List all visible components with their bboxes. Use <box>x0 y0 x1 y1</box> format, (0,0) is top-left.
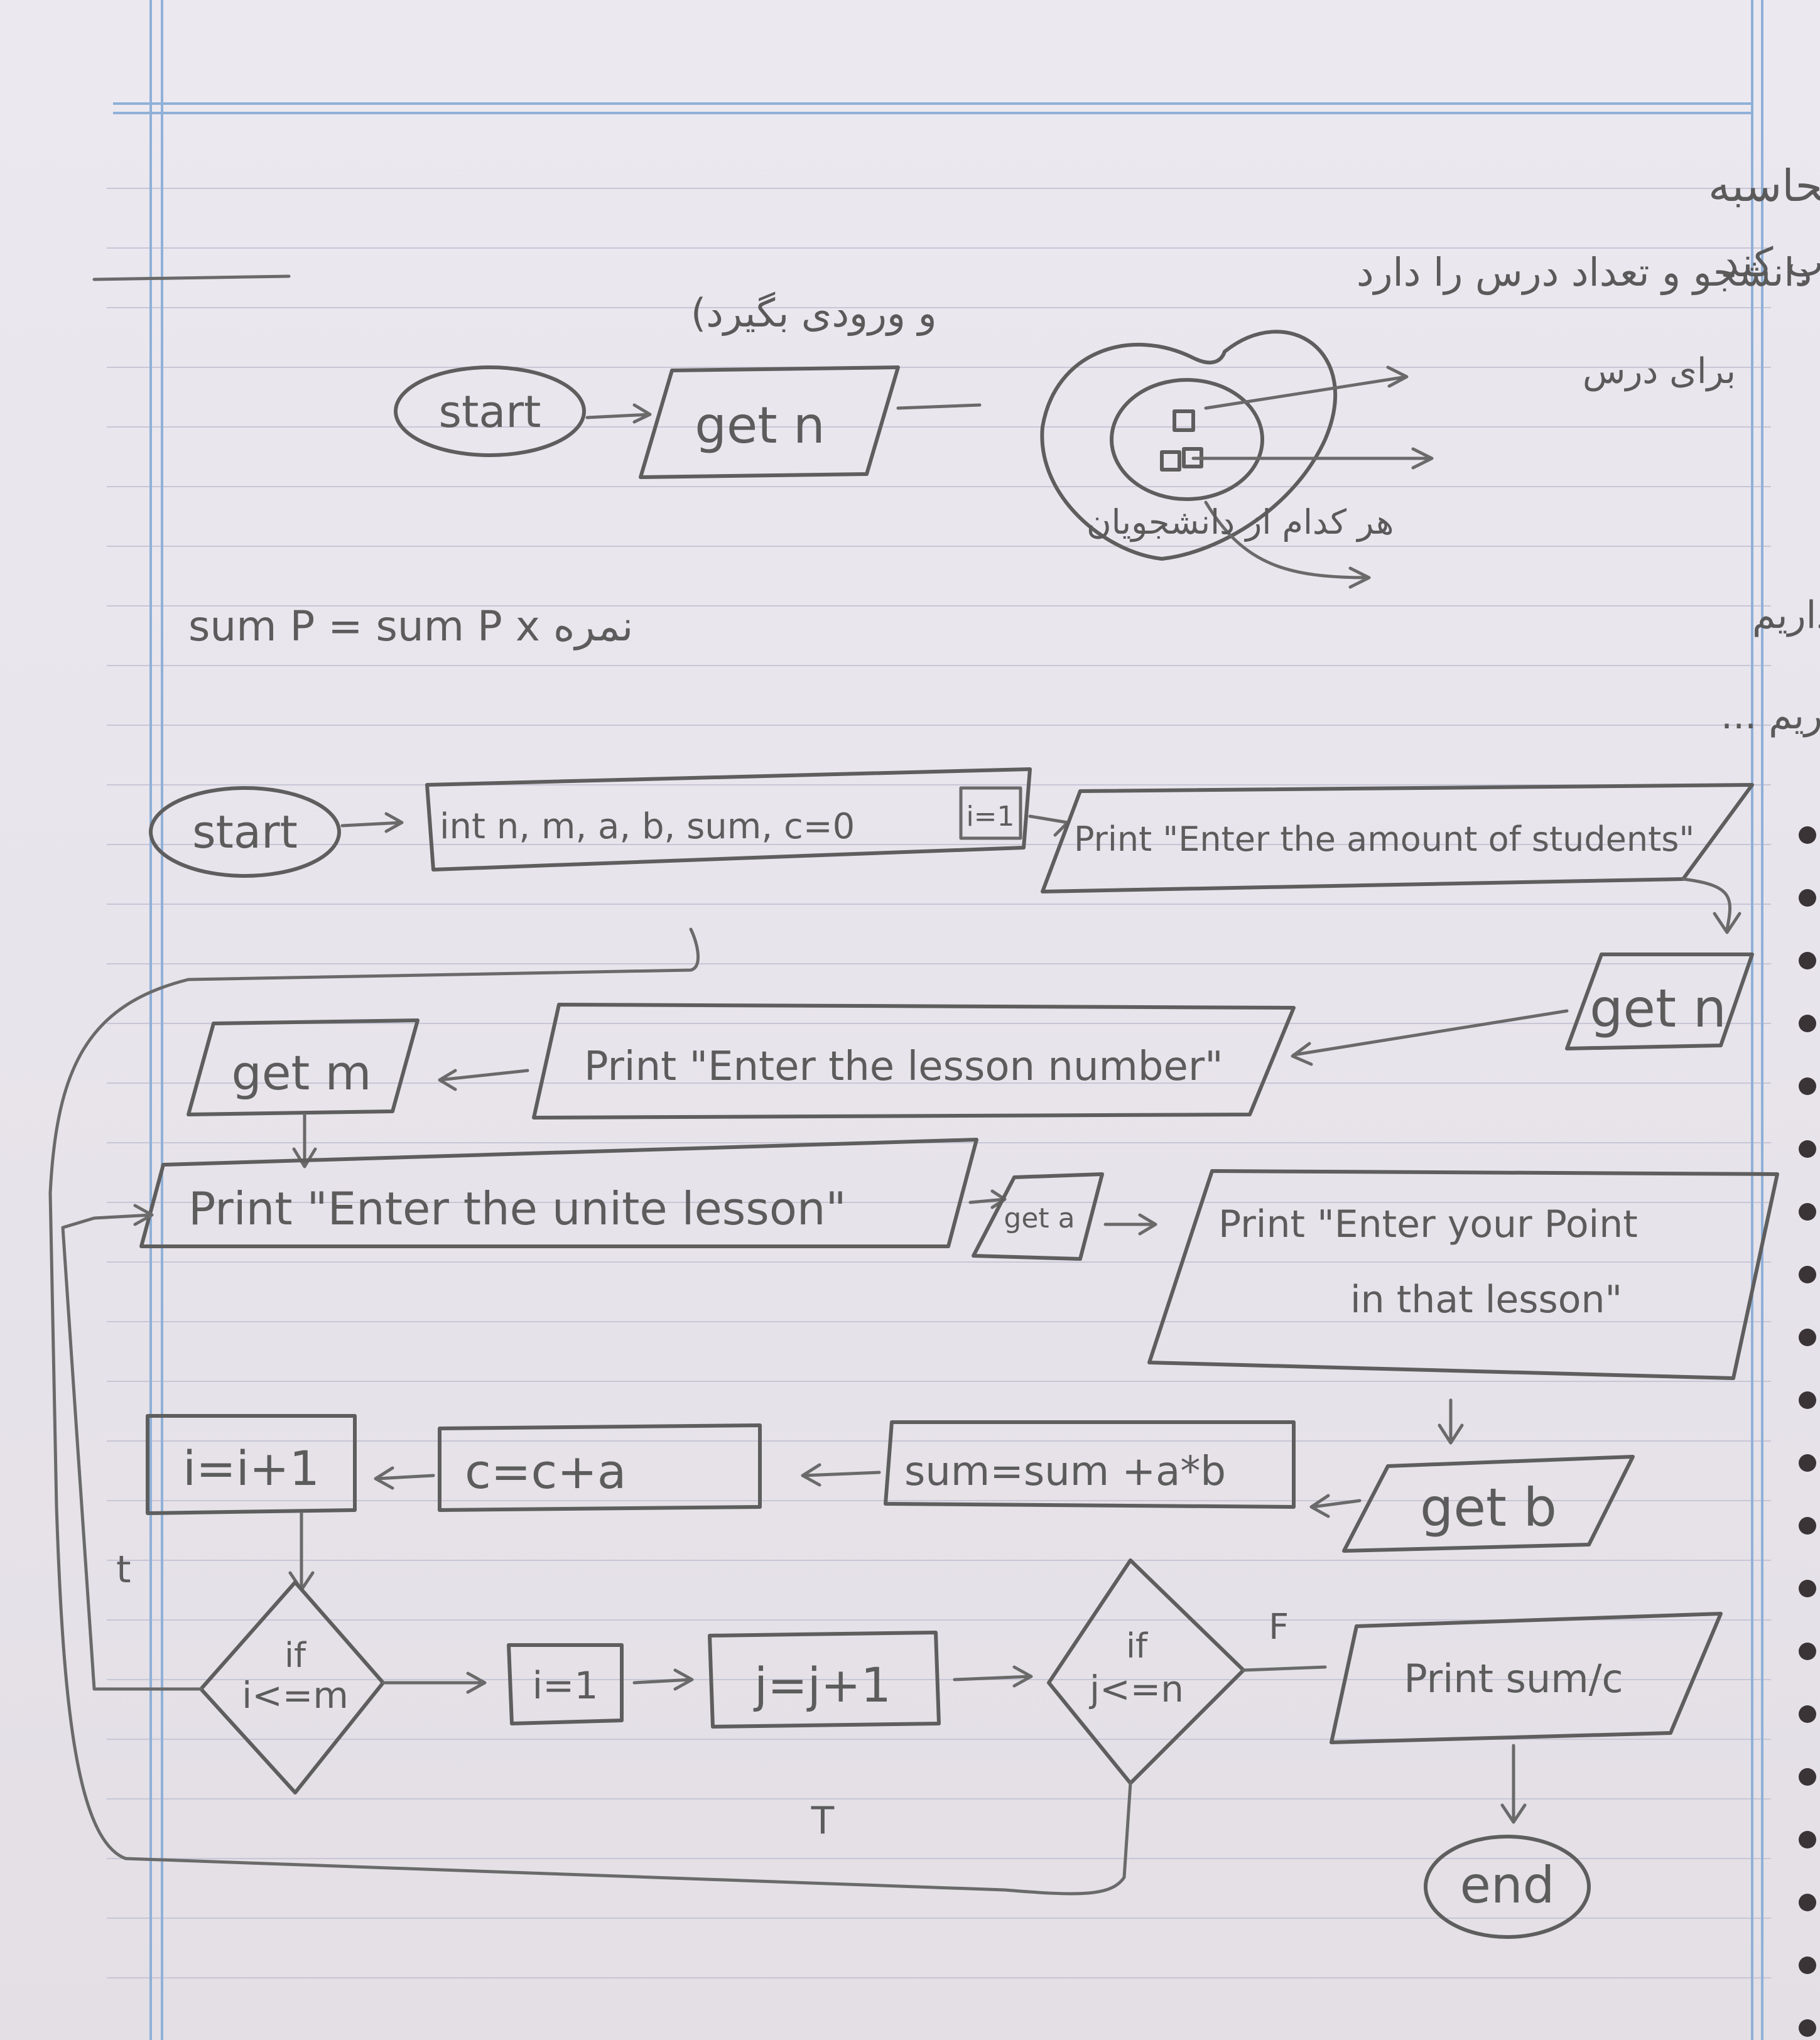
ruled-lines <box>107 0 1771 2040</box>
fc-c-box <box>438 1423 762 1512</box>
arrow-sum-c <box>801 1463 881 1487</box>
fc-get-n-box <box>1565 953 1754 1050</box>
arrow-reset-j <box>632 1668 694 1691</box>
fc-sum-box <box>884 1420 1296 1509</box>
fc-if-j-if: if <box>1126 1626 1149 1666</box>
sum-note: جمع نمرات درس ها را داریم <box>1752 593 1820 637</box>
fc-init-i-box <box>959 786 1022 840</box>
fc-label-f: F <box>1269 1607 1289 1648</box>
heart-arrow-1 <box>1204 365 1409 410</box>
arrow-if-i-reset <box>381 1671 487 1694</box>
loop-i-back <box>61 1204 203 1691</box>
heading-line-1: فلوچارت برنامه‌ای را رسم کنید که میانگین… <box>1708 160 1820 212</box>
fc-print-lesson-label: Print "Enter the lesson number" <box>584 1044 1223 1090</box>
heading-line-3: و ورودی بگیرد) <box>691 290 937 336</box>
sum-formula: sum P = sum P x نمره <box>188 602 633 650</box>
arrow-point-getb <box>1438 1398 1464 1445</box>
flow-row-1: start int n, m, a, b, sum, c=0 i=1 Print… <box>149 767 1754 934</box>
fc-label-T: T <box>811 1799 835 1843</box>
fc-reset-i-box <box>507 1643 624 1725</box>
sketch-start-oval <box>394 365 586 457</box>
fc-print-point-box <box>1147 1169 1779 1380</box>
heading-line-2b: (تعداد دانشجو و تعداد درس را دارد <box>1357 249 1820 295</box>
fc-end-oval <box>1424 1835 1591 1939</box>
heading-underline <box>92 274 291 281</box>
fc-get-m-label: get m <box>232 1045 372 1101</box>
flow-row-4: get b sum=sum +a*b c=c+a i=i+1 <box>146 1414 1635 1592</box>
sketch-start-label: start <box>438 386 541 438</box>
fc-j-update-label: j=j+1 <box>753 1657 891 1713</box>
arrow-if-j-print <box>1242 1665 1327 1672</box>
fc-print-unit-box <box>139 1138 978 1248</box>
heart-outer <box>1040 330 1338 561</box>
fc-print-point-line-2: in that lesson" <box>1350 1278 1622 1322</box>
fc-init-box <box>425 767 1032 872</box>
loop-j-back <box>48 927 1132 1896</box>
arrow-getn-print <box>1291 1009 1569 1066</box>
heading-notes: فلوچارت برنامه‌ای را رسم کنید که میانگین… <box>92 160 1820 336</box>
arrow-c-i <box>374 1466 435 1490</box>
arrow-getb-sum <box>1309 1494 1362 1518</box>
sketch-area: start get n برای درس هر کدام از دانشجویا… <box>188 330 1820 738</box>
fc-i-update-box <box>146 1414 357 1515</box>
arrow-print-getm <box>438 1069 529 1091</box>
sketch-get-n-box <box>639 365 900 479</box>
heart-square-2 <box>1160 450 1181 472</box>
fc-if-i-diamond <box>199 1580 385 1794</box>
fc-sum-label: sum=sum +a*b <box>904 1449 1226 1495</box>
flow-row-2: get n Print "Enter the lesson number" ge… <box>187 953 1754 1168</box>
fc-j-update-box <box>708 1631 941 1729</box>
sketch-line-to-heart <box>896 403 982 410</box>
fc-if-j-cond: j<=n <box>1088 1668 1184 1710</box>
arrow-start-init <box>340 812 404 833</box>
arrow-i-if <box>288 1511 315 1592</box>
sketch-get-n-label: get n <box>695 396 825 455</box>
fc-i-update-label: i=i+1 <box>183 1440 320 1496</box>
fc-end-label: end <box>1460 1856 1555 1914</box>
fc-print-students-label: Print "Enter the amount of students" <box>1074 819 1694 859</box>
fc-c-label: c=c+a <box>465 1444 627 1499</box>
label-per-lesson: برای درس <box>1583 351 1736 392</box>
fc-get-b-box <box>1342 1455 1635 1553</box>
fc-get-a-label: get a <box>1004 1202 1075 1234</box>
heart-arrow-3 <box>1204 500 1371 589</box>
label-per-student: هر کدام از دانشجویان <box>1086 502 1394 542</box>
fc-reset-i-label: i=1 <box>532 1664 598 1708</box>
heart-square-1 <box>1173 409 1195 432</box>
fc-get-a-box <box>972 1172 1104 1261</box>
arrow-print-end <box>1500 1744 1527 1824</box>
loop-lines: t T <box>48 927 1132 1896</box>
fc-if-i-if: if <box>284 1636 307 1675</box>
heart-arrow-2 <box>1191 447 1434 470</box>
fc-print-point-line-1: Print "Enter your Point <box>1218 1202 1638 1246</box>
fc-print-lesson-box <box>532 1003 1296 1120</box>
fc-init-label: int n, m, a, b, sum, c=0 <box>440 806 855 847</box>
fc-print-result-box <box>1330 1612 1723 1744</box>
binding-holes <box>1799 826 1816 2037</box>
arrow-getm-down <box>292 1113 317 1168</box>
heart-inner-circle <box>1110 378 1264 501</box>
arrow-print-getn <box>1681 877 1741 934</box>
fc-print-result-label: Print sum/c <box>1404 1656 1623 1702</box>
arrow-geta-print <box>1103 1213 1157 1236</box>
sketch-arrow-1 <box>585 403 652 424</box>
flow-row-3: Print "Enter the unite lesson" get a Pri… <box>139 1138 1779 1445</box>
fc-init-i-label: i=1 <box>966 801 1014 833</box>
fc-start-label: start <box>192 806 298 858</box>
fc-get-m-box <box>187 1018 420 1116</box>
flow-row-5: if i<=m i=1 j=j+1 if j<=n F Print sum/c … <box>199 1558 1723 1939</box>
fc-if-i-cond: i<=m <box>242 1674 349 1717</box>
arrow-j-if <box>953 1665 1033 1688</box>
fc-label-t: t <box>116 1548 131 1592</box>
heading-line-2a: را حساب کند <box>1721 240 1820 286</box>
arrow-init-print <box>1028 814 1070 837</box>
fc-get-b-label: get b <box>1420 1477 1557 1538</box>
fc-start-oval <box>149 786 341 878</box>
fc-print-unit-label: Print "Enter the unite lesson" <box>188 1182 847 1235</box>
fc-get-n-label: get n <box>1590 978 1726 1039</box>
get-note: برای هر درس که get داریم ... <box>1721 694 1820 738</box>
